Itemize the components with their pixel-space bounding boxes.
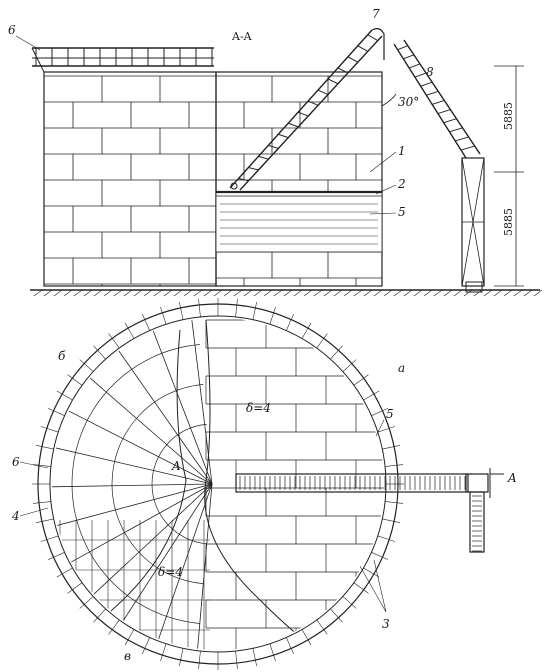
tank-elevation: A-A [8,7,543,297]
label-stair-8: 8 [426,65,434,79]
section-mark: A [507,471,517,485]
ring-pontoon-ticks [32,298,404,670]
plan-label-6: 6 [12,455,20,469]
plan-label-v: в [124,649,131,663]
dim-lower: 5885 [502,208,515,236]
shell-plate-courses-right [216,75,382,286]
plan-walkway [235,473,469,493]
label-stair-top: 7 [372,7,380,21]
bottom-plate-layout [59,319,384,650]
tank-right-shell [215,71,383,287]
label-roof: 1 [398,144,406,158]
plan-thk-1: δ=4 [246,401,271,415]
external-stair [381,39,485,293]
ground-line [30,289,543,297]
label-angle: 30° [398,95,419,109]
plan-label-4: 4 [11,509,20,523]
label-platform: 6 [8,23,16,37]
plan-center-mark: A [171,459,181,473]
liquid-zone [215,191,383,253]
plan-label-3: 3 [382,617,390,631]
dim-upper: 5885 [502,102,515,130]
tank-plan: a б в δ=4 δ=4 A 5 6 4 3 A [11,298,517,670]
rolling-stair [229,28,385,191]
tank-left-shell [43,71,217,287]
height-dimensions [494,65,524,287]
plan-thk-2: δ=4 [158,565,183,579]
top-platform-railing [31,47,214,73]
plan-label-5: 5 [386,407,394,421]
shell-plate-courses-left [44,75,216,286]
label-support: 5 [398,205,406,219]
roof-radial-lines [52,318,213,650]
liquid-hatching [220,203,378,245]
plan-label-b: б [58,349,66,363]
label-seal: 2 [397,177,406,191]
plan-stair-tower [469,491,485,553]
plan-outer-ring [37,303,399,665]
section-title: A-A [231,30,253,43]
plan-inner-ring [49,315,387,653]
plan-label-a: a [398,361,405,375]
